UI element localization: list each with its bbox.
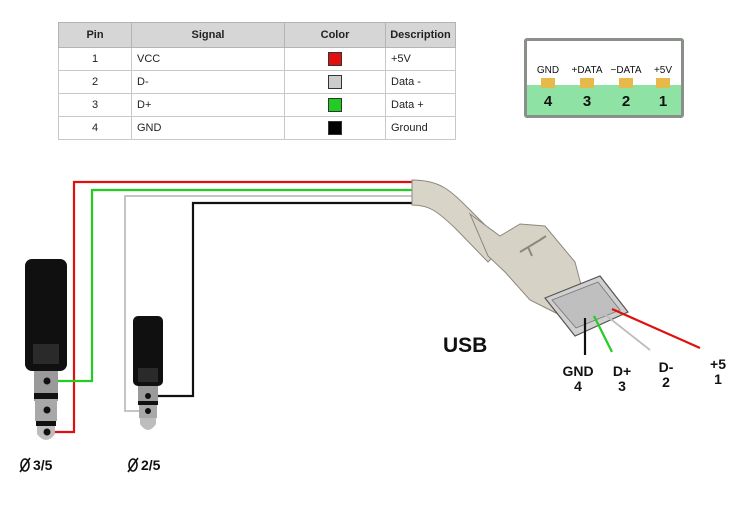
pinout-table: Pin Signal Color Description 1 VCC +5V 2… <box>58 22 456 140</box>
cell-pin: 4 <box>58 116 132 140</box>
solder-point <box>43 406 51 414</box>
wire-label-name: D- <box>658 359 674 375</box>
wire-label-name: GND <box>562 363 594 379</box>
color-swatch <box>328 52 342 66</box>
wire-red <box>52 180 418 434</box>
wire-label-dplus: D+ 3 <box>604 364 640 394</box>
wire-label-gnd: GND 4 <box>556 364 600 394</box>
contact-pad <box>580 78 594 88</box>
usb-connector-face: GND +DATA −DATA +5V 4 3 2 1 <box>524 38 684 118</box>
connector-face-strip <box>527 85 681 115</box>
wire-green <box>50 188 418 383</box>
color-swatch <box>328 98 342 112</box>
face-label-plus-data: +DATA <box>571 65 603 76</box>
cell-description: Ground <box>385 116 456 140</box>
lead-green <box>593 315 613 353</box>
wire-label-plus5: +5 1 <box>700 357 736 387</box>
wire-label-number: 3 <box>618 378 626 394</box>
jack-tip-insulator <box>36 421 56 426</box>
lead-red <box>611 307 701 350</box>
wire-label-number: 2 <box>662 374 670 390</box>
face-number: 1 <box>658 93 668 110</box>
jack-ring-insulator <box>34 393 58 399</box>
jack-body-highlight <box>138 368 158 382</box>
cell-pin: 1 <box>58 47 132 71</box>
face-number: 3 <box>582 93 592 110</box>
jack-body <box>25 259 67 371</box>
contact-pad <box>619 78 633 88</box>
face-number: 2 <box>621 93 631 110</box>
wire-white <box>124 195 418 412</box>
table-header-row: Pin Signal Color Description <box>58 22 456 48</box>
contact-pad <box>541 78 555 88</box>
jack-ring-insulator <box>138 401 158 405</box>
jack-2-5-plug <box>133 316 163 430</box>
cell-description: +5V <box>385 47 456 71</box>
wire-label-number: 4 <box>574 378 582 394</box>
color-swatch <box>328 121 342 135</box>
face-number: 4 <box>543 93 553 110</box>
jack-3-5-plug <box>25 259 67 440</box>
diameter-icon <box>19 457 31 473</box>
jack-label-3-5: 3/5 <box>33 457 53 473</box>
wire-black <box>152 201 418 398</box>
lead-white <box>602 312 651 351</box>
face-label-5v: +5V <box>653 65 673 76</box>
face-label-minus-data: −DATA <box>610 65 642 76</box>
jack-body-highlight <box>33 344 59 364</box>
cell-color <box>284 116 386 140</box>
table-row: 1 VCC +5V <box>58 47 456 71</box>
table-row: 4 GND Ground <box>58 116 456 140</box>
usb-label: USB <box>443 334 488 357</box>
usb-logo-mark <box>519 235 547 257</box>
header-description: Description <box>385 22 456 48</box>
contact-pad <box>656 78 670 88</box>
jack-label-2-5: 2/5 <box>141 457 161 473</box>
solder-point <box>145 393 151 399</box>
face-label-gnd: GND <box>536 65 560 76</box>
usb-shell-inner <box>551 281 621 329</box>
jack-tip <box>140 418 156 430</box>
solder-point <box>145 408 151 414</box>
color-swatch <box>328 75 342 89</box>
header-pin: Pin <box>58 22 132 48</box>
solder-point <box>43 377 51 385</box>
cell-signal: VCC <box>131 47 285 71</box>
cell-color <box>284 93 386 117</box>
cell-description: Data - <box>385 70 456 94</box>
wire-label-number: 1 <box>714 371 722 387</box>
wire-label-dminus: D- 2 <box>648 360 684 390</box>
cell-signal: GND <box>131 116 285 140</box>
solder-point <box>43 428 51 436</box>
diameter-icon <box>127 457 139 473</box>
wire-label-name: D+ <box>612 363 632 379</box>
cell-description: Data + <box>385 93 456 117</box>
wire-label-name: +5 <box>710 356 726 372</box>
usb-plug <box>411 179 629 337</box>
